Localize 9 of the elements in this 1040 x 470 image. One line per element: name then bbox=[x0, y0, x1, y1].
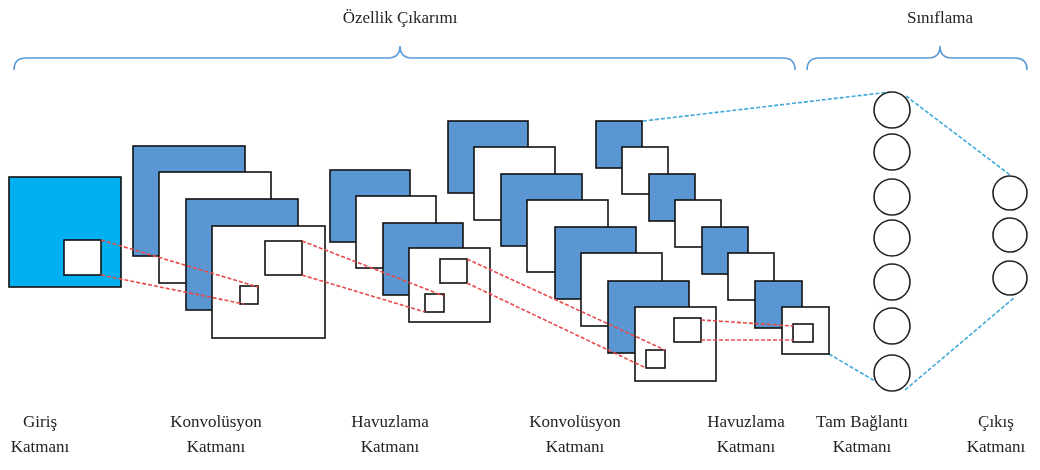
layer-label: Konvolüsyon Katmanı bbox=[169, 411, 263, 458]
section-heading: Sınıflama bbox=[905, 7, 975, 29]
layer-label: Havuzlama Katmanı bbox=[350, 411, 430, 458]
layer-label: Giriş Katmanı bbox=[9, 411, 71, 458]
layer-label: Çıkış Katmanı bbox=[965, 411, 1027, 458]
section-heading: Özellik Çıkarımı bbox=[341, 7, 459, 29]
layer-label: Tam Bağlantı Katmanı bbox=[815, 411, 909, 458]
layer-label: Konvolüsyon Katmanı bbox=[528, 411, 622, 458]
layer-label: Havuzlama Katmanı bbox=[706, 411, 786, 458]
